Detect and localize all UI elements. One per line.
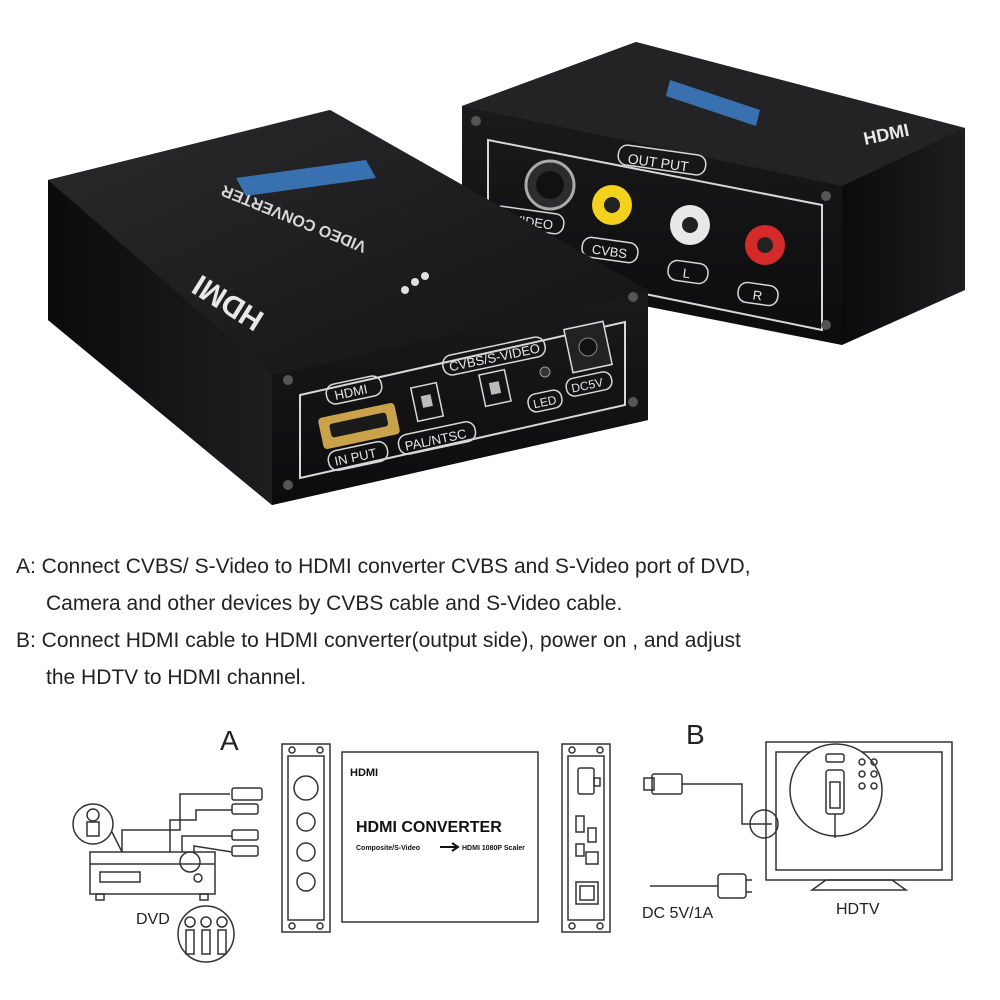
cvbs-svideo-switch (478, 368, 512, 408)
converter-box (341, 751, 539, 923)
box-brand: HDMI (350, 767, 378, 779)
diagram-label-b: B (686, 719, 705, 750)
instruction-b-line1: B: Connect HDMI cable to HDMI converter(… (16, 629, 741, 652)
box-title: HDMI CONVERTER (356, 819, 502, 836)
converter-output-panel (561, 743, 611, 933)
led-indicator (539, 366, 551, 378)
diagram-label-a: A (220, 725, 239, 756)
connection-diagram: A DVD (72, 719, 953, 963)
dvd-player (89, 851, 216, 901)
box-sub-right: HDMI 1080P Scaler (462, 845, 525, 852)
input-device: VIDEO CONVERTER HDMI HDMI IN PUT PAL/NTS… (48, 110, 648, 505)
product-photo: HDMI OUT PUT S-VIDEO CVBS L R (48, 42, 965, 505)
converter-input-panel (281, 743, 331, 933)
right-label: R (752, 287, 763, 303)
pal-ntsc-switch (409, 381, 445, 423)
left-label: L (682, 265, 691, 281)
power-label: DC 5V/1A (642, 905, 713, 922)
instructions: A: Connect CVBS/ S-Video to HDMI convert… (0, 548, 1000, 696)
dvd-label: DVD (136, 911, 170, 928)
hdmi-label: HDMI (333, 381, 369, 403)
instruction-b-line2: the HDTV to HDMI channel. (46, 666, 307, 689)
instruction-a-line1: A: Connect CVBS/ S-Video to HDMI convert… (16, 555, 751, 578)
dc5v-label: DC5V (570, 375, 604, 395)
hdtv-label: HDTV (836, 901, 880, 918)
box-sub-left: Composite/S-Video (356, 845, 420, 852)
instruction-a-line2: Camera and other devices by CVBS cable a… (46, 592, 623, 615)
cvbs-label: CVBS (591, 242, 628, 262)
led-label: LED (532, 393, 558, 412)
